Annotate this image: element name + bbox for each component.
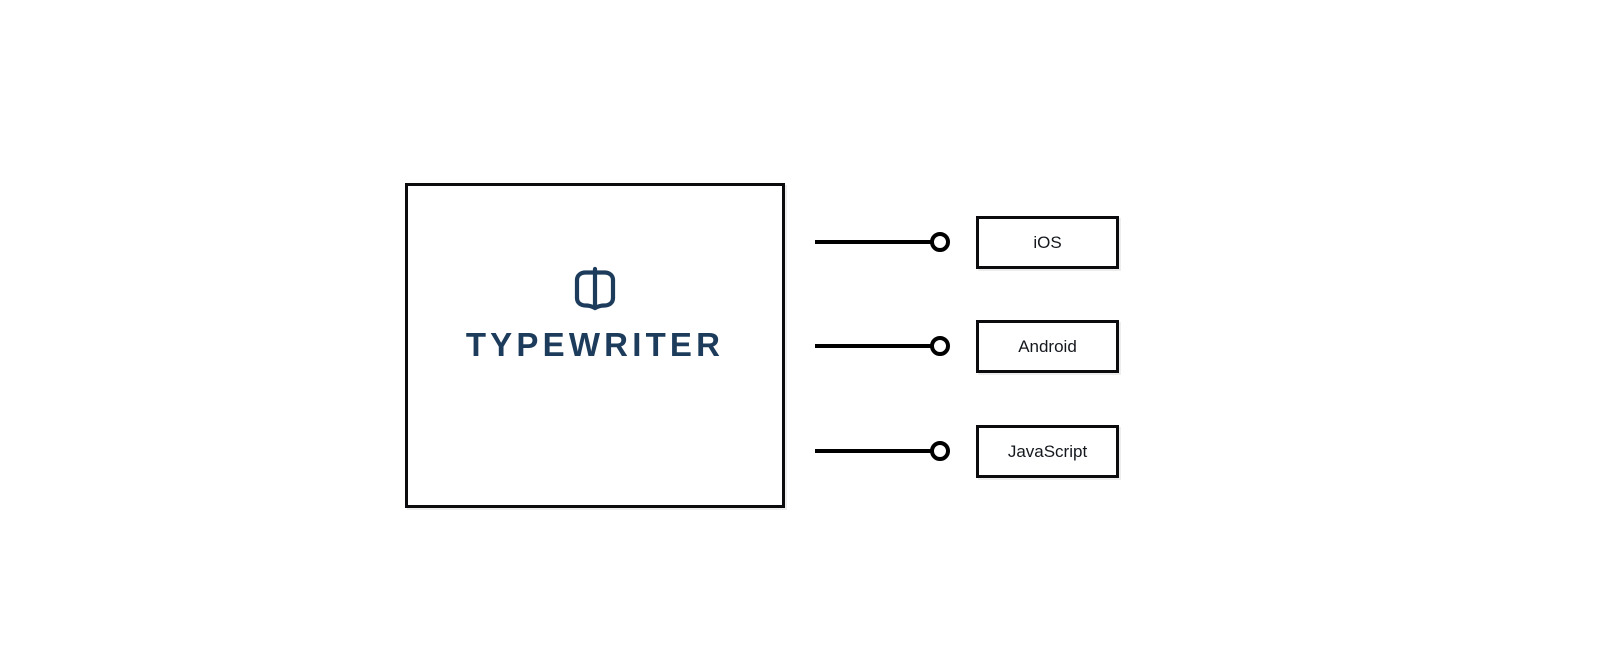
connector-typewriter-to-ios xyxy=(815,232,950,252)
connector-endpoint-circle-icon xyxy=(930,441,950,461)
connector-endpoint-circle-icon xyxy=(930,232,950,252)
connector-typewriter-to-javascript xyxy=(815,441,950,461)
product-node-typewriter[interactable]: TYPEWRITER xyxy=(405,183,785,508)
open-book-anchor-icon xyxy=(574,266,616,311)
connector-endpoint-circle-icon xyxy=(930,336,950,356)
brand-wordmark: TYPEWRITER xyxy=(465,326,725,363)
brand-lockup: TYPEWRITER xyxy=(408,264,782,361)
platform-node-android[interactable]: Android xyxy=(976,320,1119,373)
connector-typewriter-to-android xyxy=(815,336,950,356)
platform-node-label: Android xyxy=(1018,337,1077,356)
platform-node-label: JavaScript xyxy=(1007,442,1088,461)
platform-node-ios[interactable]: iOS xyxy=(976,216,1119,269)
connector-line xyxy=(815,240,935,244)
connector-line xyxy=(815,344,935,348)
platform-node-label: iOS xyxy=(1033,233,1062,252)
connector-line xyxy=(815,449,935,453)
platform-node-javascript[interactable]: JavaScript xyxy=(976,425,1119,478)
